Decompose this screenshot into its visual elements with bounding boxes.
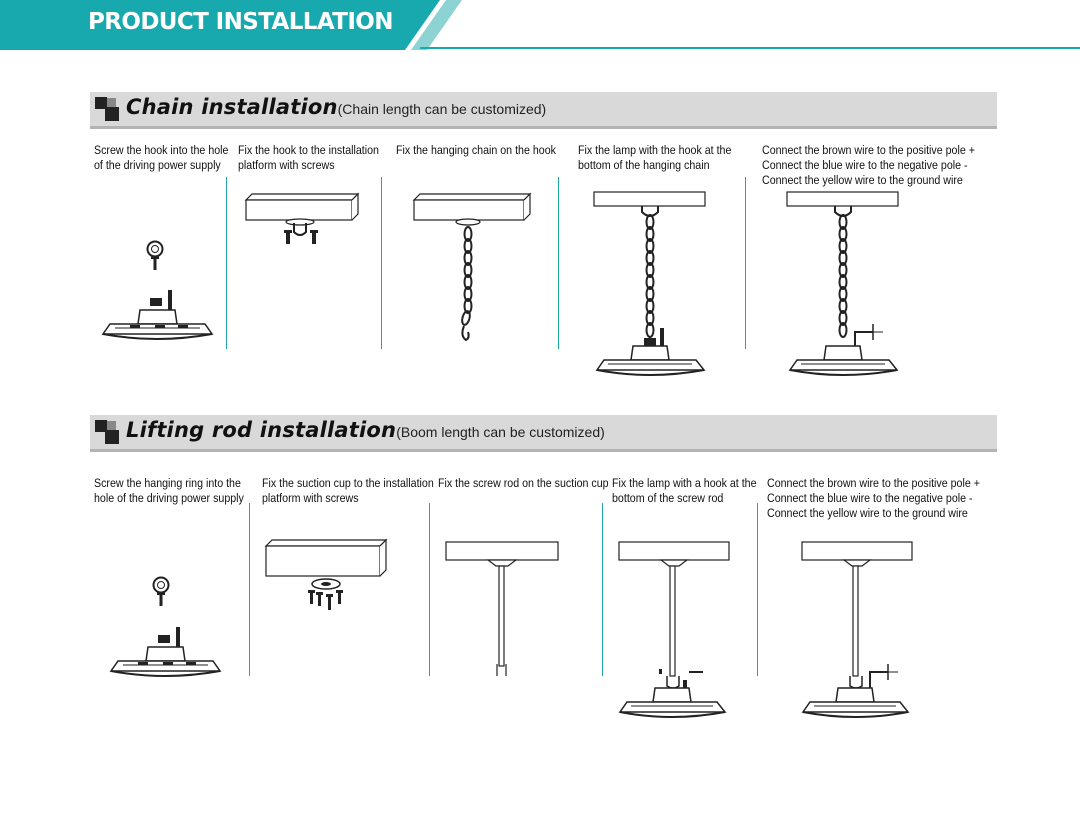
hanging-chain-illustration xyxy=(412,192,532,342)
column-divider xyxy=(249,503,250,676)
column-divider xyxy=(602,503,603,676)
hanging-ring-illustration xyxy=(152,576,170,606)
lamp-illustration xyxy=(109,627,222,677)
eye-hook-illustration xyxy=(146,240,164,270)
header-banner xyxy=(0,0,1080,50)
lamp-illustration xyxy=(101,290,214,340)
section-title: Lifting rod installation xyxy=(126,418,397,442)
ceiling-hook-illustration xyxy=(244,192,360,244)
rod-wiring-illustration xyxy=(801,541,913,718)
step-text: Connect the brown wire to the positive p… xyxy=(762,143,975,187)
step-text: Fix the screw rod on the suction cup xyxy=(438,476,609,490)
section-header-chain: Chain installation(Chain length can be c… xyxy=(90,92,997,129)
section-bullet-icon xyxy=(95,420,119,444)
section-subtitle: (Chain length can be customized) xyxy=(337,101,547,117)
rod-lamp-illustration xyxy=(618,541,730,718)
section-bullet-icon xyxy=(95,97,119,121)
column-divider xyxy=(757,503,758,676)
screw-rod-illustration xyxy=(445,541,559,676)
suction-cup-illustration xyxy=(264,538,388,610)
column-divider xyxy=(381,177,382,349)
section-title: Chain installation xyxy=(126,95,338,119)
column-divider xyxy=(558,177,559,349)
wiring-lamp-illustration xyxy=(786,191,899,376)
page-title: PRODUCT INSTALLATION xyxy=(88,9,394,35)
section-header-lifting-rod: Lifting rod installation(Boom length can… xyxy=(90,415,997,452)
column-divider xyxy=(226,177,227,349)
column-divider xyxy=(429,503,430,676)
step-text: Connect the brown wire to the positive p… xyxy=(767,476,980,520)
section-subtitle: (Boom length can be customized) xyxy=(396,424,605,440)
chain-lamp-illustration xyxy=(593,191,706,376)
step-text: Fix the hanging chain on the hook xyxy=(396,143,556,157)
column-divider xyxy=(745,177,746,349)
